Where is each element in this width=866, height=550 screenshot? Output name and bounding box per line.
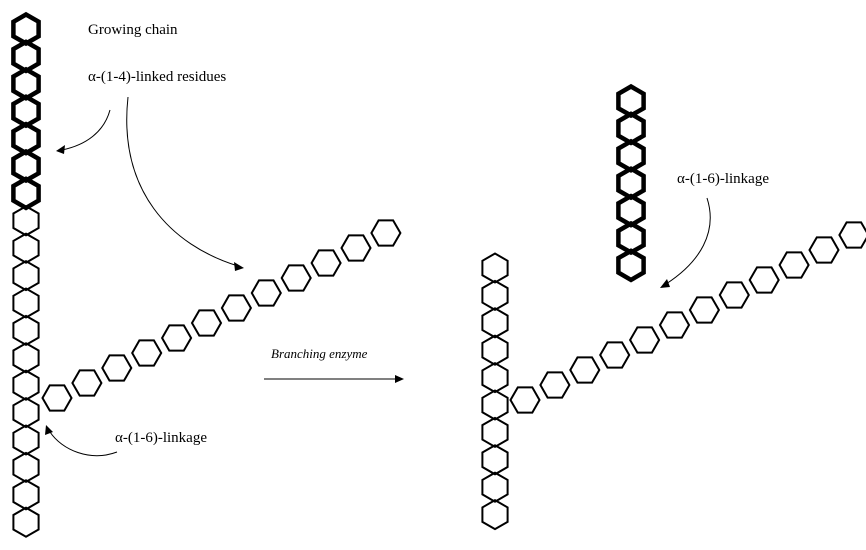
glucose-residue-bold	[616, 138, 646, 173]
glucose-residue	[160, 324, 193, 352]
glucose-residue	[481, 252, 509, 284]
glucose-residue	[12, 396, 40, 429]
arrow-to-left-16-linkage	[49, 431, 118, 457]
arrowhead-branching-enzyme	[395, 375, 404, 383]
arrow-to-14-residues	[126, 96, 239, 267]
glucose-residue	[190, 309, 223, 337]
glucose-residue	[12, 287, 40, 319]
glucose-residue	[808, 236, 840, 264]
glucose-residue	[481, 334, 509, 366]
glucose-residue	[220, 294, 253, 322]
glucose-residue	[41, 384, 73, 412]
glucose-residue	[481, 416, 509, 449]
glucose-residue	[569, 356, 601, 384]
glucose-residue	[481, 389, 509, 421]
glucose-residue	[481, 444, 509, 476]
glucose-residue	[481, 498, 509, 531]
glucose-residue-bold	[11, 121, 41, 156]
glucose-residue	[481, 307, 509, 339]
glucose-residue-bold	[616, 83, 646, 119]
branching-enzyme-label: Branching enzyme	[271, 346, 368, 361]
arrowhead-growing-chain	[56, 145, 65, 154]
glucose-residue	[718, 281, 750, 309]
glucose-residue	[12, 506, 40, 538]
glucose-residue-bold	[616, 193, 646, 228]
glucose-residue	[12, 424, 40, 456]
glucose-residue-bold	[11, 39, 41, 74]
glucose-residue	[481, 361, 509, 394]
alpha-14-label: α-(1-4)-linked residues	[88, 69, 226, 85]
glucose-residue	[481, 279, 509, 312]
right-main-chain	[481, 252, 509, 531]
glucose-residue-bold	[616, 220, 646, 256]
glucose-residue-bold	[11, 176, 41, 211]
arrow-to-right-16-linkage	[665, 197, 711, 285]
glucose-residue	[658, 311, 691, 339]
glucose-residue	[370, 219, 402, 247]
glucose-residue	[481, 471, 509, 503]
glucose-residue-bold	[11, 66, 41, 101]
growing-chain-label: Growing chain	[88, 22, 178, 38]
glucose-residue	[778, 251, 810, 279]
glucose-residue	[250, 279, 282, 307]
glucose-residue-bold	[11, 148, 41, 184]
glucose-residue-bold	[11, 11, 41, 47]
glucose-residue	[12, 259, 40, 292]
glucose-residue	[12, 451, 40, 484]
glucose-residue	[748, 266, 780, 294]
glucose-residue	[12, 369, 40, 401]
arrowhead-14-residues	[234, 262, 244, 271]
glucose-residue	[509, 386, 541, 414]
glucose-residue	[101, 354, 133, 382]
glucose-residue	[71, 369, 103, 397]
right-transferred-chain	[616, 83, 646, 283]
arrowhead-left-16	[45, 425, 53, 435]
glucose-residue	[539, 371, 571, 399]
glucose-residue	[12, 479, 40, 511]
glucose-residue	[12, 342, 40, 374]
glucose-residue	[340, 234, 372, 262]
glucose-residue	[599, 341, 631, 369]
left-growing-chain	[11, 11, 41, 538]
right-branch-chain	[509, 221, 866, 414]
arrow-to-growing-chain	[61, 109, 111, 151]
glucose-residue-bold	[616, 166, 646, 201]
glucose-residue	[838, 221, 866, 249]
arrowhead-right-16	[660, 279, 670, 288]
glucose-residue	[12, 314, 40, 347]
glucose-residue	[12, 232, 40, 264]
glucose-residue	[628, 326, 661, 354]
glucose-residue	[12, 205, 40, 237]
left-branch-chain	[41, 219, 402, 412]
glucose-residue-bold	[616, 111, 646, 146]
glucose-residue	[131, 339, 163, 367]
glucose-residue	[688, 296, 721, 324]
glucose-residue-bold	[616, 248, 646, 283]
glucose-residue-bold	[11, 94, 41, 129]
glucose-residue	[310, 249, 342, 277]
alpha-16-label-left: α-(1-6)-linkage	[115, 430, 207, 446]
glucose-residue	[280, 264, 312, 292]
alpha-16-label-right: α-(1-6)-linkage	[677, 171, 769, 187]
